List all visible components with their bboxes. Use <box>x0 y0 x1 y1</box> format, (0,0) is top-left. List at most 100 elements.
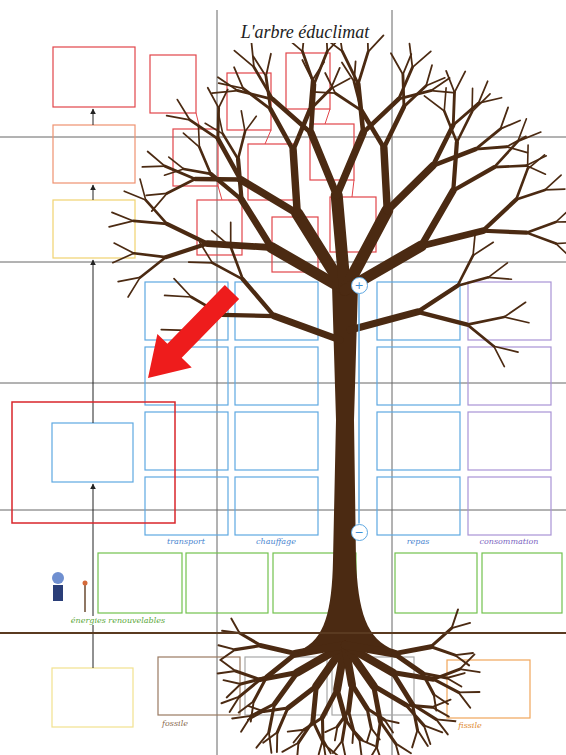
branch <box>241 716 251 732</box>
empty-box <box>150 55 196 113</box>
branch <box>189 261 213 263</box>
empty-box <box>235 347 318 405</box>
branch <box>134 253 166 257</box>
column-label: consommation <box>477 537 540 546</box>
branch <box>446 71 454 92</box>
branch <box>362 111 384 148</box>
branch <box>208 244 272 248</box>
branch <box>432 707 449 716</box>
empty-box <box>53 125 135 183</box>
sign-circle: + <box>351 277 368 294</box>
branch <box>394 654 422 674</box>
column-label: énergies renouvelables <box>69 616 167 625</box>
figure-head <box>52 572 64 584</box>
branch <box>494 141 518 167</box>
branch <box>322 689 337 717</box>
branch <box>412 704 417 730</box>
empty-box <box>53 47 135 107</box>
branch <box>222 315 274 316</box>
branch <box>273 99 311 133</box>
empty-box <box>377 477 460 535</box>
branch <box>199 147 210 174</box>
branch <box>220 650 235 660</box>
branch <box>239 633 261 646</box>
branch <box>431 628 452 647</box>
branch <box>288 730 304 732</box>
branch <box>354 61 356 81</box>
branch <box>325 73 335 93</box>
empty-box <box>482 553 562 613</box>
branch <box>240 179 297 213</box>
branch <box>251 701 254 721</box>
branch <box>396 743 401 755</box>
empty-box <box>468 282 551 340</box>
branch <box>367 728 371 742</box>
branch <box>208 88 219 108</box>
empty-box <box>468 412 551 470</box>
empty-box <box>235 412 318 470</box>
branch <box>545 188 565 190</box>
branch <box>238 132 245 159</box>
branch <box>358 52 368 84</box>
branch <box>384 107 404 148</box>
branch <box>251 704 274 716</box>
branch <box>337 195 345 290</box>
empty-box <box>395 553 477 613</box>
empty-box <box>145 412 228 470</box>
branch <box>113 253 134 262</box>
branch <box>483 231 527 233</box>
branch <box>190 120 218 139</box>
branch <box>417 730 427 746</box>
branch <box>350 312 418 330</box>
branch <box>345 645 394 654</box>
branch <box>500 121 520 129</box>
branch <box>418 286 458 312</box>
leader-line <box>218 186 222 200</box>
sign-text: + <box>354 280 363 291</box>
branch <box>288 686 316 708</box>
flow-arrow <box>93 185 94 200</box>
branch <box>114 243 134 253</box>
branch <box>234 51 254 67</box>
branch <box>302 51 314 84</box>
branch <box>527 222 556 233</box>
empty-box <box>468 477 551 535</box>
scale-line <box>358 294 360 524</box>
empty-box <box>447 660 530 718</box>
branch <box>212 91 238 94</box>
branch <box>349 684 352 711</box>
branch <box>174 279 191 297</box>
branch <box>140 257 166 277</box>
branch <box>218 139 240 180</box>
trunk <box>300 285 395 650</box>
branch <box>457 112 472 143</box>
branch <box>494 166 526 168</box>
column-label: chauffage <box>254 537 298 546</box>
branch <box>146 193 167 195</box>
branch <box>349 711 354 730</box>
branch <box>112 212 133 221</box>
branch <box>200 243 213 263</box>
empty-box <box>98 553 182 613</box>
branch <box>545 175 561 190</box>
leader-line <box>352 180 354 197</box>
branch <box>235 671 260 680</box>
grid-line <box>0 137 566 138</box>
branch <box>377 747 383 755</box>
tree <box>109 25 566 755</box>
branch <box>254 67 273 99</box>
branch <box>353 730 362 740</box>
branch <box>274 316 340 340</box>
branch <box>424 96 444 111</box>
branch <box>403 54 411 74</box>
branch <box>393 673 413 705</box>
column-label: transport <box>165 537 207 546</box>
branch <box>230 222 232 246</box>
branch <box>269 732 272 753</box>
figure-body <box>53 585 63 601</box>
branch <box>359 739 361 755</box>
branch <box>218 77 238 90</box>
branch <box>452 623 470 628</box>
branch <box>352 684 367 708</box>
